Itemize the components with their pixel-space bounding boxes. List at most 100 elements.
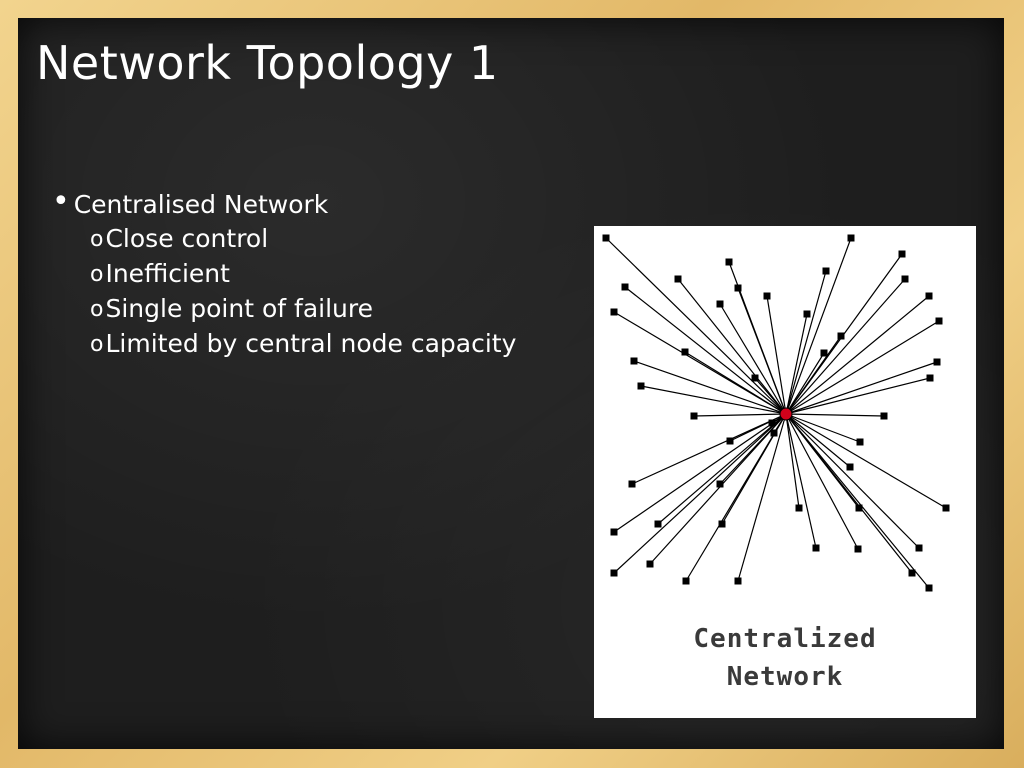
sub-bullet-label: Inefficient — [105, 259, 230, 288]
network-link — [649, 413, 787, 565]
network-node — [716, 480, 724, 488]
network-node — [935, 317, 943, 325]
network-link — [657, 413, 787, 525]
network-link — [685, 413, 787, 582]
network-link — [785, 413, 851, 468]
network-node — [646, 560, 654, 568]
bullet-item: • Centralised Network — [52, 184, 592, 222]
network-node — [628, 480, 636, 488]
network-node — [751, 374, 759, 382]
network-node — [734, 284, 742, 292]
network-node — [734, 577, 742, 585]
diagram-caption-line1: Centralized — [693, 624, 877, 654]
network-link — [785, 413, 885, 417]
network-link — [613, 413, 787, 574]
network-node — [847, 234, 855, 242]
network-link — [624, 286, 787, 415]
network-node — [763, 292, 771, 300]
sub-bullet-label: Single point of failure — [105, 294, 373, 323]
sub-bullet-item: o Limited by central node capacity — [90, 327, 592, 362]
network-node — [637, 382, 645, 390]
network-node — [654, 520, 662, 528]
network-link — [785, 413, 859, 550]
network-link — [785, 352, 825, 415]
network-node — [726, 437, 734, 445]
network-node — [908, 569, 916, 577]
network-node — [718, 520, 726, 528]
network-node — [770, 429, 778, 437]
network-link — [785, 278, 906, 415]
network-graph — [602, 234, 950, 592]
network-link — [785, 237, 852, 415]
network-link — [785, 413, 817, 549]
network-node — [854, 545, 862, 553]
network-link — [785, 313, 808, 415]
network-node — [610, 308, 618, 316]
network-node — [942, 504, 950, 512]
network-link — [766, 295, 787, 415]
network-link — [785, 413, 920, 549]
network-link — [785, 413, 913, 574]
network-node — [674, 275, 682, 283]
slide-title: Network Topology 1 — [36, 36, 499, 90]
diagram-caption-line2: Network — [726, 662, 844, 692]
sub-bullet-circle-icon: o — [90, 297, 104, 322]
network-link — [684, 351, 787, 415]
central-hub-node — [779, 407, 793, 421]
sub-bullet-circle-icon: o — [90, 262, 104, 287]
network-node — [768, 419, 776, 427]
bullet-dot-icon: • — [52, 184, 70, 219]
network-node — [925, 584, 933, 592]
network-link — [785, 320, 940, 415]
network-link — [785, 377, 931, 415]
sub-bullet-label: Close control — [105, 224, 269, 253]
network-node — [915, 544, 923, 552]
sub-bullet-item: o Inefficient — [90, 257, 592, 292]
network-node — [837, 332, 845, 340]
network-node — [803, 310, 811, 318]
network-node — [846, 463, 854, 471]
network-link — [737, 413, 787, 582]
network-link — [785, 413, 930, 589]
network-node — [898, 250, 906, 258]
network-node — [690, 412, 698, 420]
network-node — [610, 528, 618, 536]
network-link — [719, 303, 787, 415]
network-node — [925, 292, 933, 300]
network-link — [693, 413, 787, 417]
network-link — [631, 413, 787, 485]
network-link — [785, 295, 930, 415]
sub-bullet-item: o Close control — [90, 222, 592, 257]
network-link — [785, 361, 938, 415]
sub-bullet-label: Limited by central node capacity — [105, 329, 517, 358]
network-node — [822, 267, 830, 275]
network-link — [754, 377, 787, 415]
bullet-label: Centralised Network — [73, 190, 329, 219]
network-node — [926, 374, 934, 382]
network-node — [621, 283, 629, 291]
network-node — [820, 349, 828, 357]
network-node — [610, 569, 618, 577]
network-node — [901, 275, 909, 283]
bullet-list: • Centralised Network o Close control o … — [52, 184, 592, 362]
centralized-network-diagram: Centralized Network — [594, 226, 976, 718]
network-node — [602, 234, 610, 242]
network-link — [605, 237, 787, 415]
network-node — [855, 504, 863, 512]
network-node — [795, 504, 803, 512]
network-node — [716, 300, 724, 308]
network-link — [633, 360, 787, 415]
network-link — [640, 385, 787, 415]
sub-bullet-circle-icon: o — [90, 332, 104, 357]
network-link — [785, 413, 800, 509]
sub-bullet-circle-icon: o — [90, 227, 104, 252]
network-node — [682, 577, 690, 585]
network-link — [785, 413, 947, 509]
network-node — [933, 358, 941, 366]
network-link — [785, 335, 842, 415]
network-link — [785, 413, 861, 443]
network-link — [677, 278, 787, 415]
sub-bullet-item: o Single point of failure — [90, 292, 592, 327]
network-link — [613, 413, 787, 533]
network-node — [725, 258, 733, 266]
